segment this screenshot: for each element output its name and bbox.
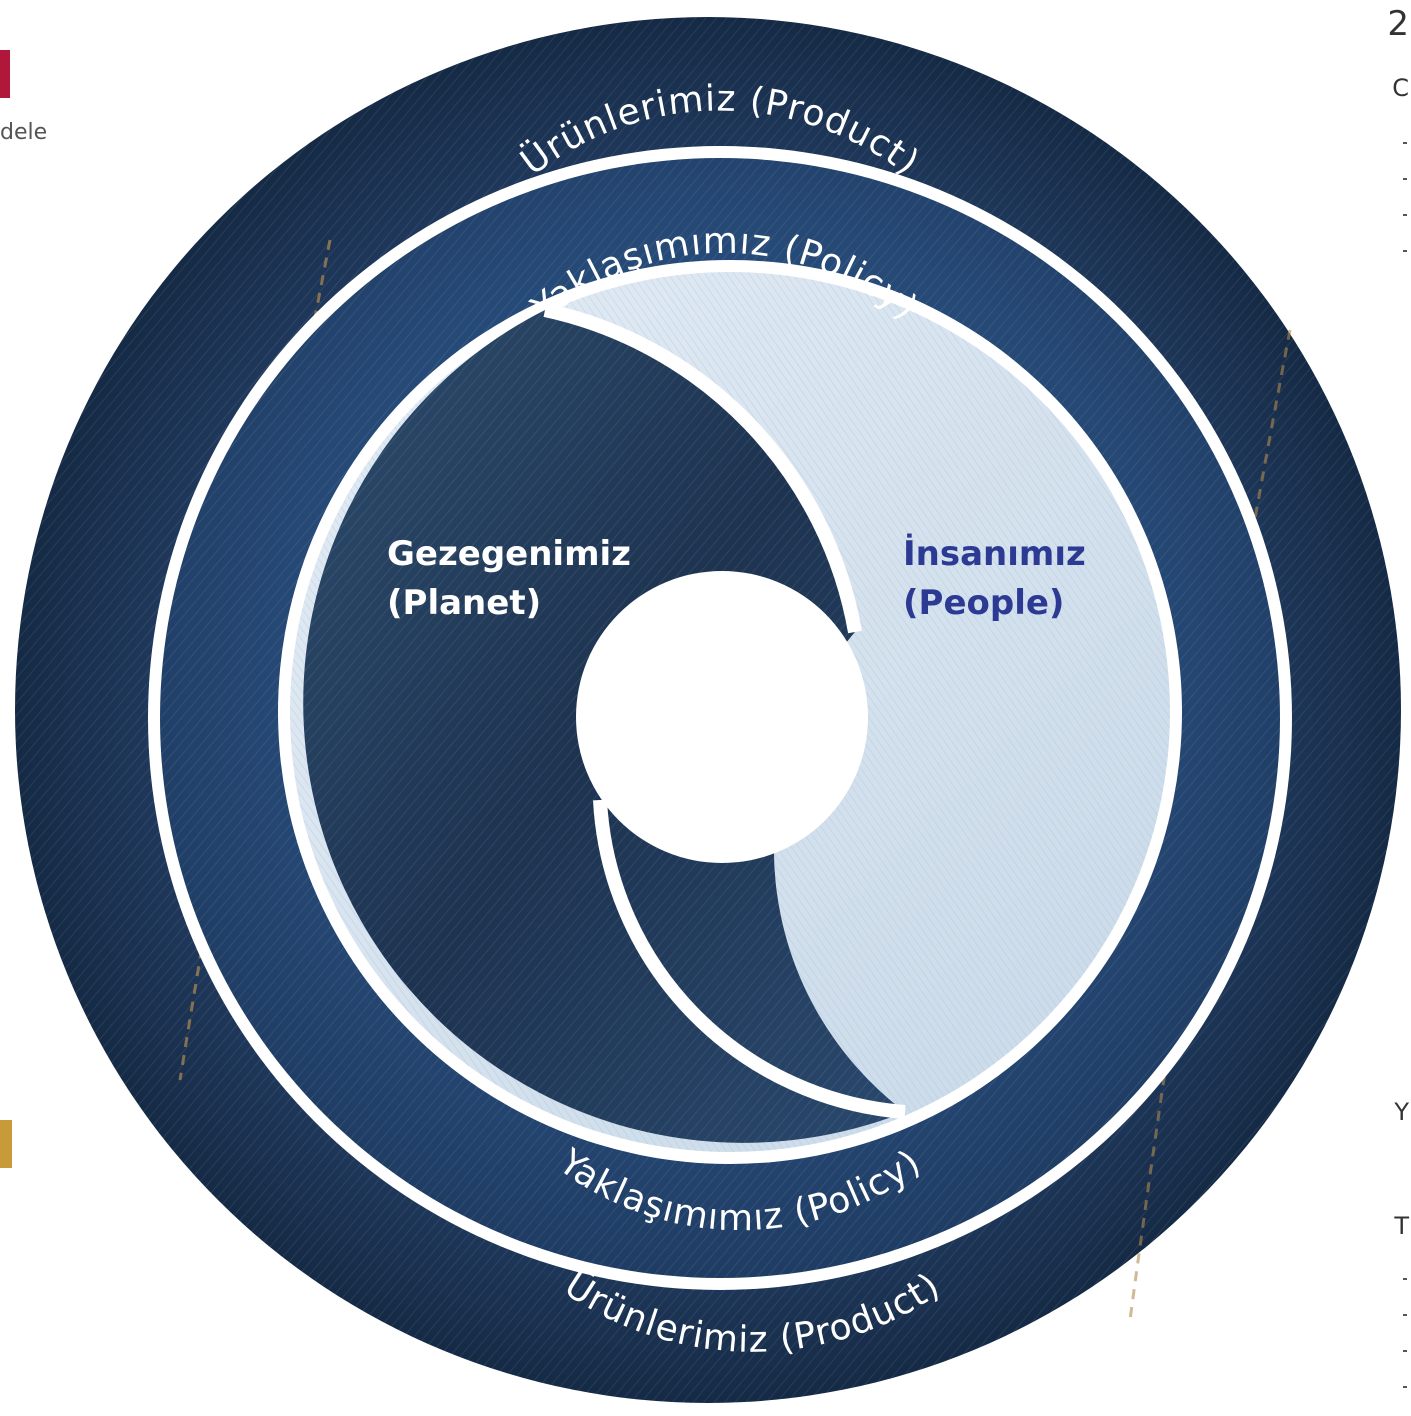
people-label-line1: İnsanımız [903, 533, 1086, 574]
right-bullet-dot [1403, 214, 1407, 216]
right-bullet-dot [1403, 1314, 1407, 1316]
right-bullet-dot [1403, 178, 1407, 180]
center-hole [576, 571, 868, 863]
left-gold-badge [0, 1120, 12, 1168]
planet-label-line2: (Planet) [387, 583, 541, 623]
right-cropped-subheading-2: T [1394, 1212, 1409, 1240]
right-cropped-heading: 2 [1387, 4, 1409, 44]
right-bullet-dot [1403, 250, 1407, 252]
planet-label-line1: Gezegenimiz [387, 534, 631, 574]
left-cropped-text: dele [0, 120, 48, 145]
right-bullet-dot [1403, 142, 1407, 144]
right-cropped-subheading: C [1392, 74, 1409, 102]
people-label-line2: (People) [903, 583, 1064, 623]
right-bullet-dot [1403, 1278, 1407, 1280]
right-cropped-glyph: Y [1394, 1098, 1409, 1126]
right-bullet-dot [1403, 1386, 1407, 1388]
left-red-badge [0, 50, 10, 98]
right-bullet-dot [1403, 1350, 1407, 1352]
